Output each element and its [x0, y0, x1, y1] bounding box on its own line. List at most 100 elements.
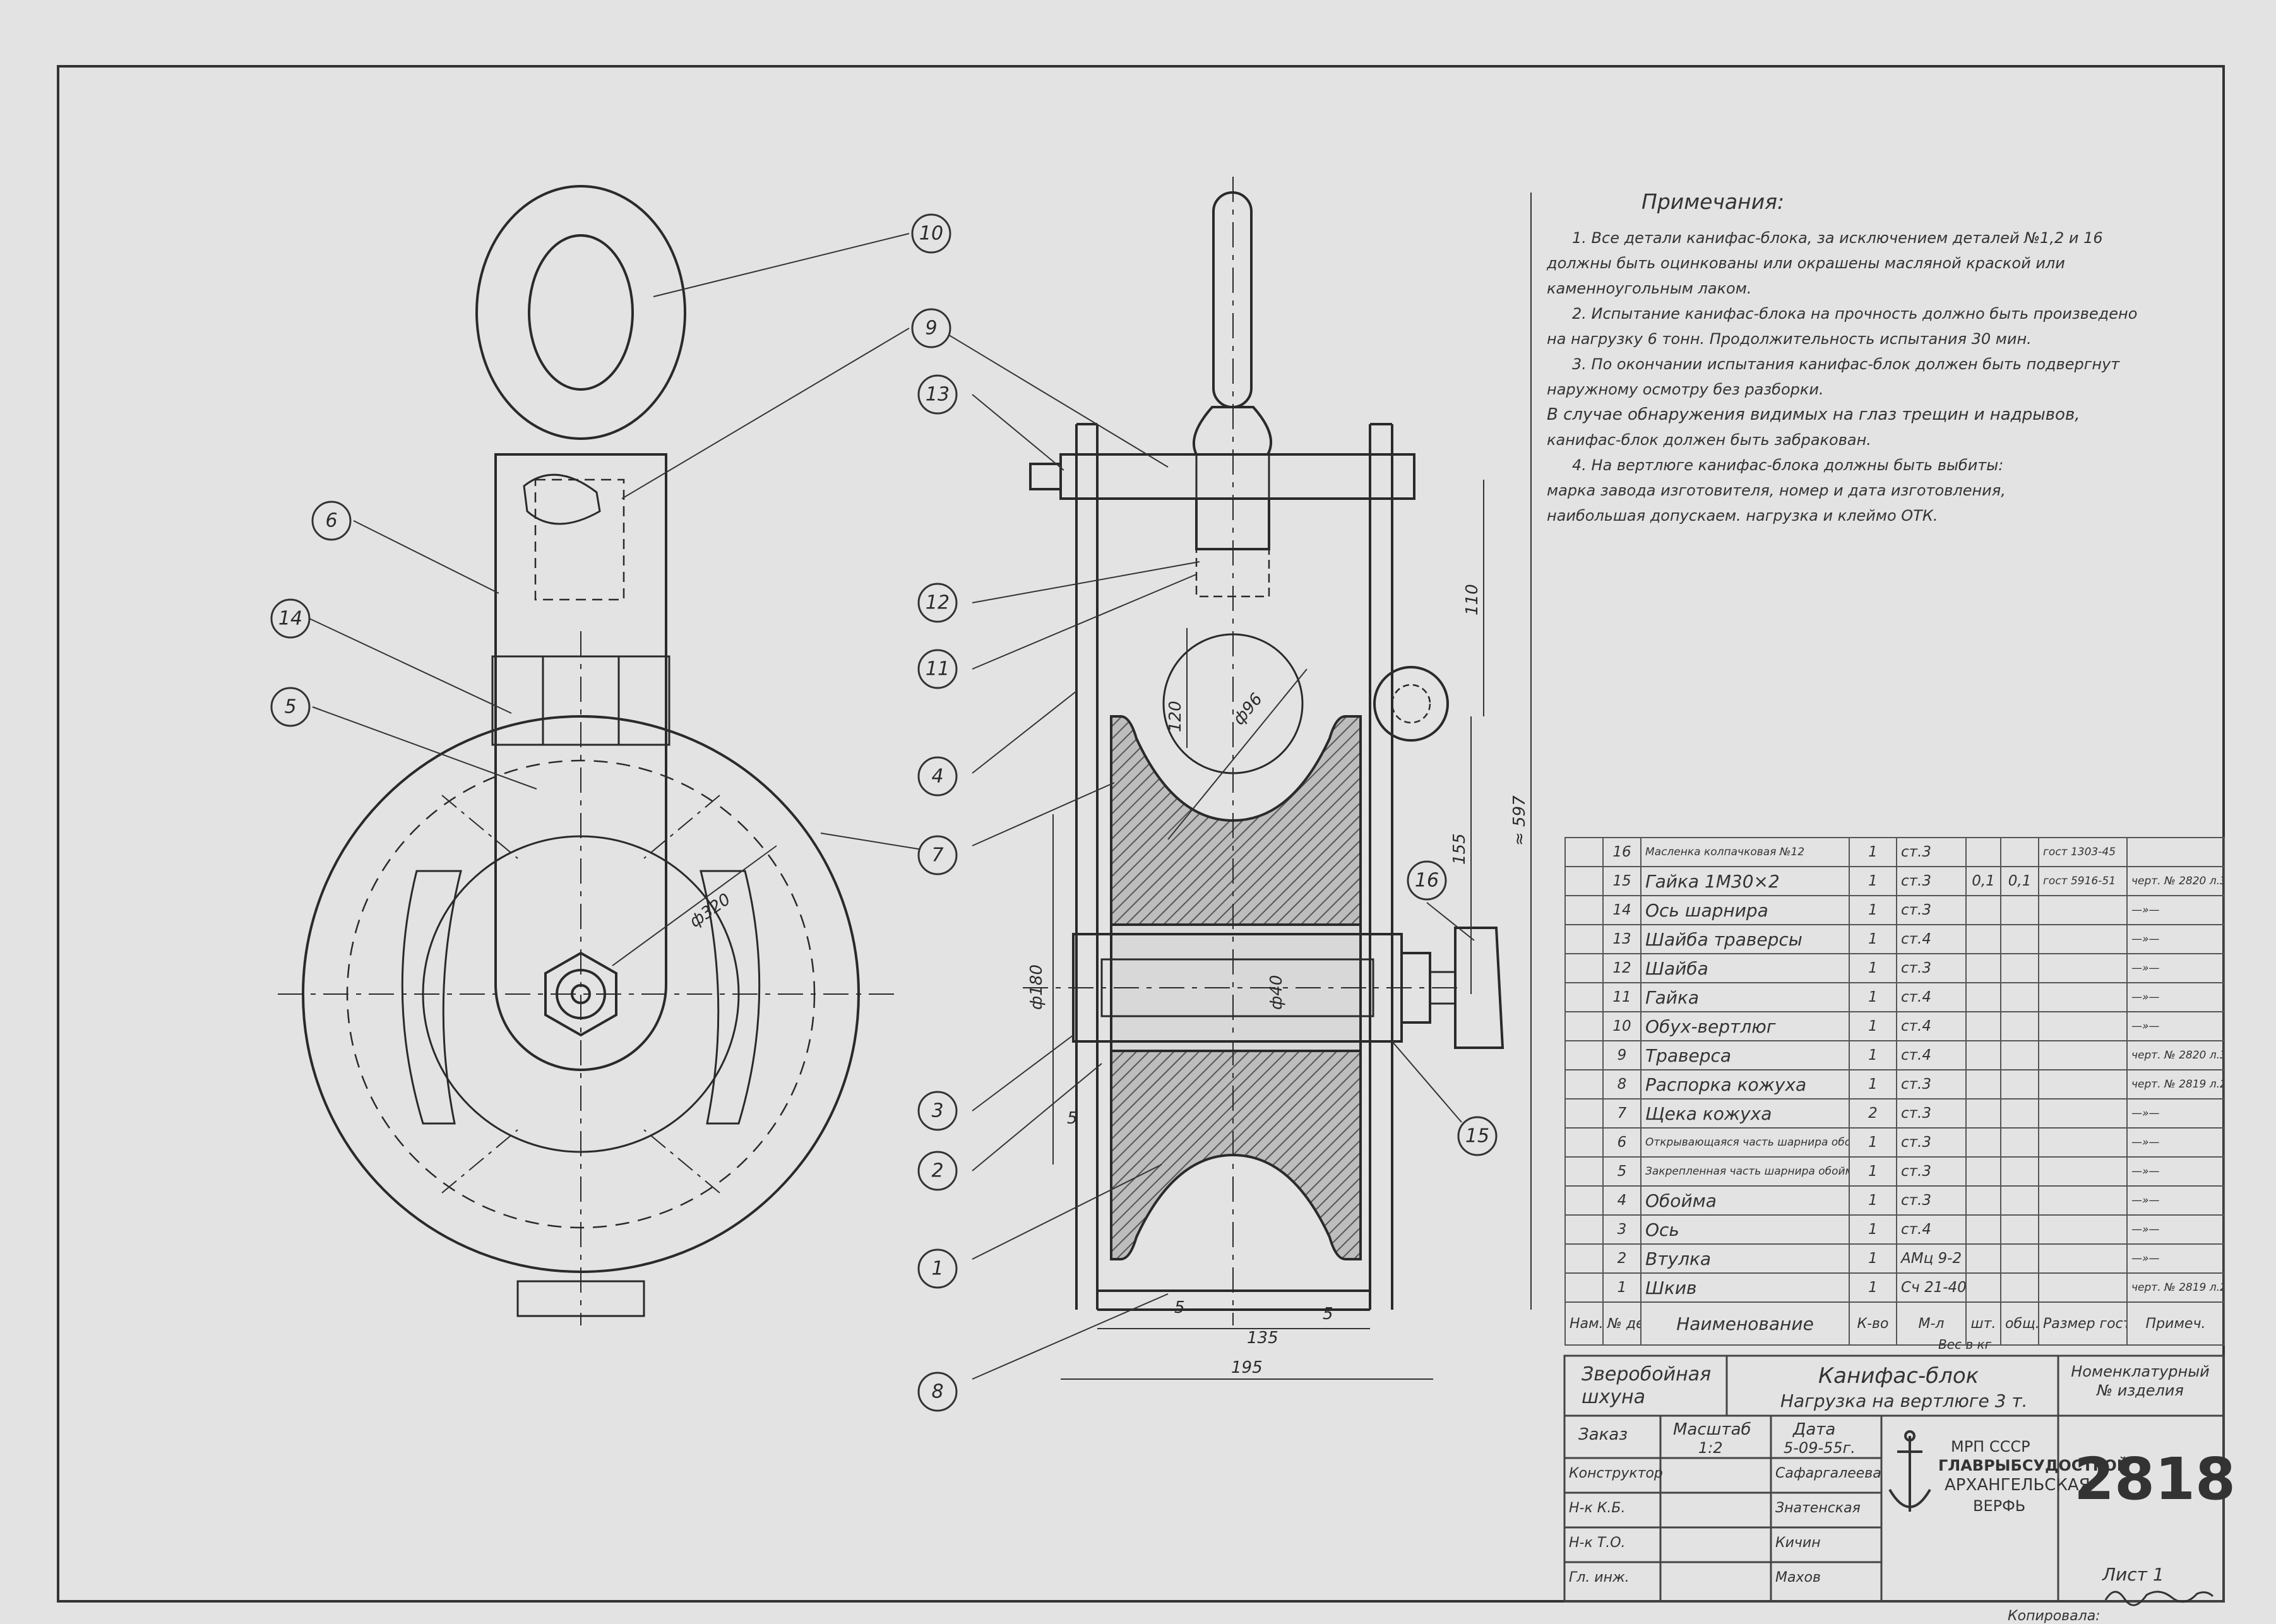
cell-mat: Сч 21-40 [1896, 1272, 1967, 1303]
cell-gost [2038, 1214, 2128, 1245]
cell-qty: 1 [1849, 1127, 1897, 1158]
cell-w1 [1965, 1243, 2001, 1274]
cell-name: Распорка кожуха [1640, 1069, 1850, 1099]
hdr-det: № дет. [1602, 1301, 1641, 1346]
product-name: Канифас-блок [1818, 1363, 1979, 1389]
note-line: на нагрузку 6 тонн. Продолжительность ис… [1547, 330, 2032, 348]
role-to-head: Н-к Т.О. [1569, 1535, 1626, 1551]
balloon-6 [311, 501, 352, 541]
cell-mat: ст.4 [1896, 1214, 1967, 1245]
cell-blank [1564, 1069, 1604, 1099]
cell-note: —»— [2126, 1098, 2225, 1129]
cell-gost [2038, 1098, 2128, 1129]
note-line: каменноугольным лаком. [1547, 280, 1752, 297]
cell-note: черт. № 2819 л.2 [2126, 1272, 2225, 1303]
name-designer: Сафаргалеева [1775, 1466, 1881, 1481]
cell-gost [2038, 1156, 2128, 1187]
cell-name: Траверса [1640, 1040, 1850, 1070]
balloon-2 [917, 1151, 958, 1191]
cell-blank [1564, 1243, 1604, 1274]
cell-blank [1564, 866, 1604, 896]
cell-blank [1564, 924, 1604, 954]
date-value: 5-09-55г. [1784, 1439, 1856, 1457]
cell-w2 [2000, 1127, 2039, 1158]
balloon-label-4: 4 [931, 766, 943, 788]
cell-mat: ст.3 [1896, 953, 1967, 983]
cell-blank [1564, 1040, 1604, 1070]
cell-gost [2038, 982, 2128, 1012]
cell-w1 [1965, 1098, 2001, 1129]
cell-name: Шкив [1640, 1272, 1850, 1303]
cell-mat: ст.4 [1896, 982, 1967, 1012]
cell-w2 [2000, 1185, 2039, 1216]
balloon-label-15: 15 [1465, 1125, 1489, 1147]
cell-w1 [1965, 1156, 2001, 1187]
cell-w2 [2000, 953, 2039, 983]
cell-gost [2038, 1243, 2128, 1274]
cell-gost [2038, 895, 2128, 925]
date-label: Дата [1793, 1420, 1836, 1439]
cell-mat: ст.4 [1896, 1011, 1967, 1041]
cell-qty: 1 [1849, 1011, 1897, 1041]
name-to-head: Кичин [1775, 1535, 1821, 1551]
dim-gap-b: 5 [1174, 1298, 1185, 1317]
cell-w1 [1965, 1127, 2001, 1158]
cell-name: Ось шарнира [1640, 895, 1850, 925]
cell-mat: ст.3 [1896, 866, 1967, 896]
hdr-name: Наименование [1640, 1301, 1850, 1346]
balloon-3 [917, 1091, 958, 1131]
note-line: 3. По окончании испытания канифас-блок д… [1572, 355, 2120, 373]
copier-signature [2104, 1591, 2214, 1606]
cell-note: —»— [2126, 1243, 2225, 1274]
cell-no: 4 [1602, 1185, 1641, 1216]
dimension-lines [612, 193, 1532, 1380]
cell-name: Гайка [1640, 982, 1850, 1012]
cell-qty: 1 [1849, 924, 1897, 954]
cell-no: 6 [1602, 1127, 1641, 1158]
cell-note: —»— [2126, 1011, 2225, 1041]
part-balloons [270, 213, 1498, 1412]
cell-note: —»— [2126, 982, 2225, 1012]
vessel-name: Зверобойная шхуна [1582, 1363, 1712, 1408]
note-line: 2. Испытание канифас-блока на прочность … [1572, 305, 2138, 323]
cell-name: Закрепленная часть шарнира обоймы [1640, 1156, 1850, 1187]
balloon-5 [270, 687, 311, 727]
note-line: 4. На вертлюге канифас-блока должны быть… [1572, 456, 2004, 474]
balloon-label-10: 10 [919, 223, 943, 245]
cell-note: черт. № 2819 л.2 [2126, 1069, 2225, 1099]
org-glavk: ГЛАВРЫБСУДОСТРОЙ [1938, 1457, 2130, 1474]
cell-w1 [1965, 1040, 2001, 1070]
cell-gost [2038, 1185, 2128, 1216]
cell-w1 [1965, 953, 2001, 983]
cell-no: 9 [1602, 1040, 1641, 1070]
note-line: марка завода изготовителя, номер и дата … [1547, 482, 2006, 499]
balloon-label-11: 11 [926, 658, 950, 680]
cell-mat: АМц 9-2 [1896, 1243, 1967, 1274]
cell-w1 [1965, 924, 2001, 954]
balloon-label-5: 5 [284, 696, 296, 718]
cell-gost [2038, 953, 2128, 983]
cell-w2 [2000, 1243, 2039, 1274]
leader-lines [309, 233, 1475, 1380]
cell-gost: гост 5916-51 [2038, 866, 2128, 896]
balloon-12 [917, 583, 958, 623]
balloon-15 [1457, 1116, 1498, 1156]
cell-mat: ст.4 [1896, 1040, 1967, 1070]
cell-w2 [2000, 837, 2039, 867]
cell-name: Обух-вертлюг [1640, 1011, 1850, 1041]
cell-w2 [2000, 1272, 2039, 1303]
note-line: 1. Все детали канифас-блока, за исключен… [1572, 229, 2103, 247]
drawing-number: 2818 [2074, 1445, 2236, 1513]
balloon-label-6: 6 [325, 510, 337, 532]
cell-name: Ось [1640, 1214, 1850, 1245]
hdr-note: Примеч. [2126, 1301, 2225, 1346]
cell-mat: ст.3 [1896, 1185, 1967, 1216]
notes-title: Примечания: [1641, 189, 1785, 214]
cell-no: 12 [1602, 953, 1641, 983]
cell-w1 [1965, 1272, 2001, 1303]
